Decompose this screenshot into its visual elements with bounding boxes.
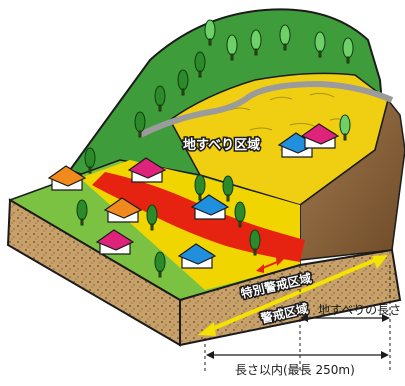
house-icon-pink-1 xyxy=(127,157,167,183)
house-icon-pink-2 xyxy=(95,229,135,255)
house-icon-blue-2 xyxy=(177,243,217,269)
label-landslide-area: 地すべり区域 xyxy=(183,137,260,153)
trees xyxy=(76,19,354,278)
scarp-slope xyxy=(299,98,405,261)
landslide-length-dim-arrow xyxy=(300,314,390,322)
label-length-limit: 長さ以内(最長 250m) xyxy=(235,363,355,377)
house-icon-orange xyxy=(47,165,87,191)
house-icon-orange-2 xyxy=(103,197,143,223)
house-icon-pink-3 xyxy=(300,123,340,149)
label-landslide-length: 地すべりの長さ xyxy=(318,303,401,317)
road xyxy=(138,80,394,138)
landslide-length-arrow xyxy=(198,255,388,336)
house-icon-blue-1 xyxy=(190,194,230,220)
length-limit-arrow xyxy=(206,351,389,359)
special-zone-width-arrow xyxy=(256,257,284,273)
